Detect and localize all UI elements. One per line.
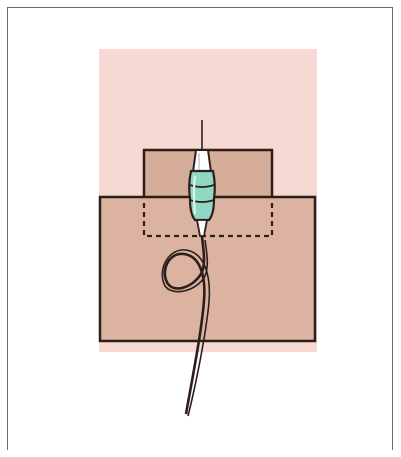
catheter-hub-highlight	[194, 176, 195, 214]
catheter-body	[193, 150, 211, 172]
